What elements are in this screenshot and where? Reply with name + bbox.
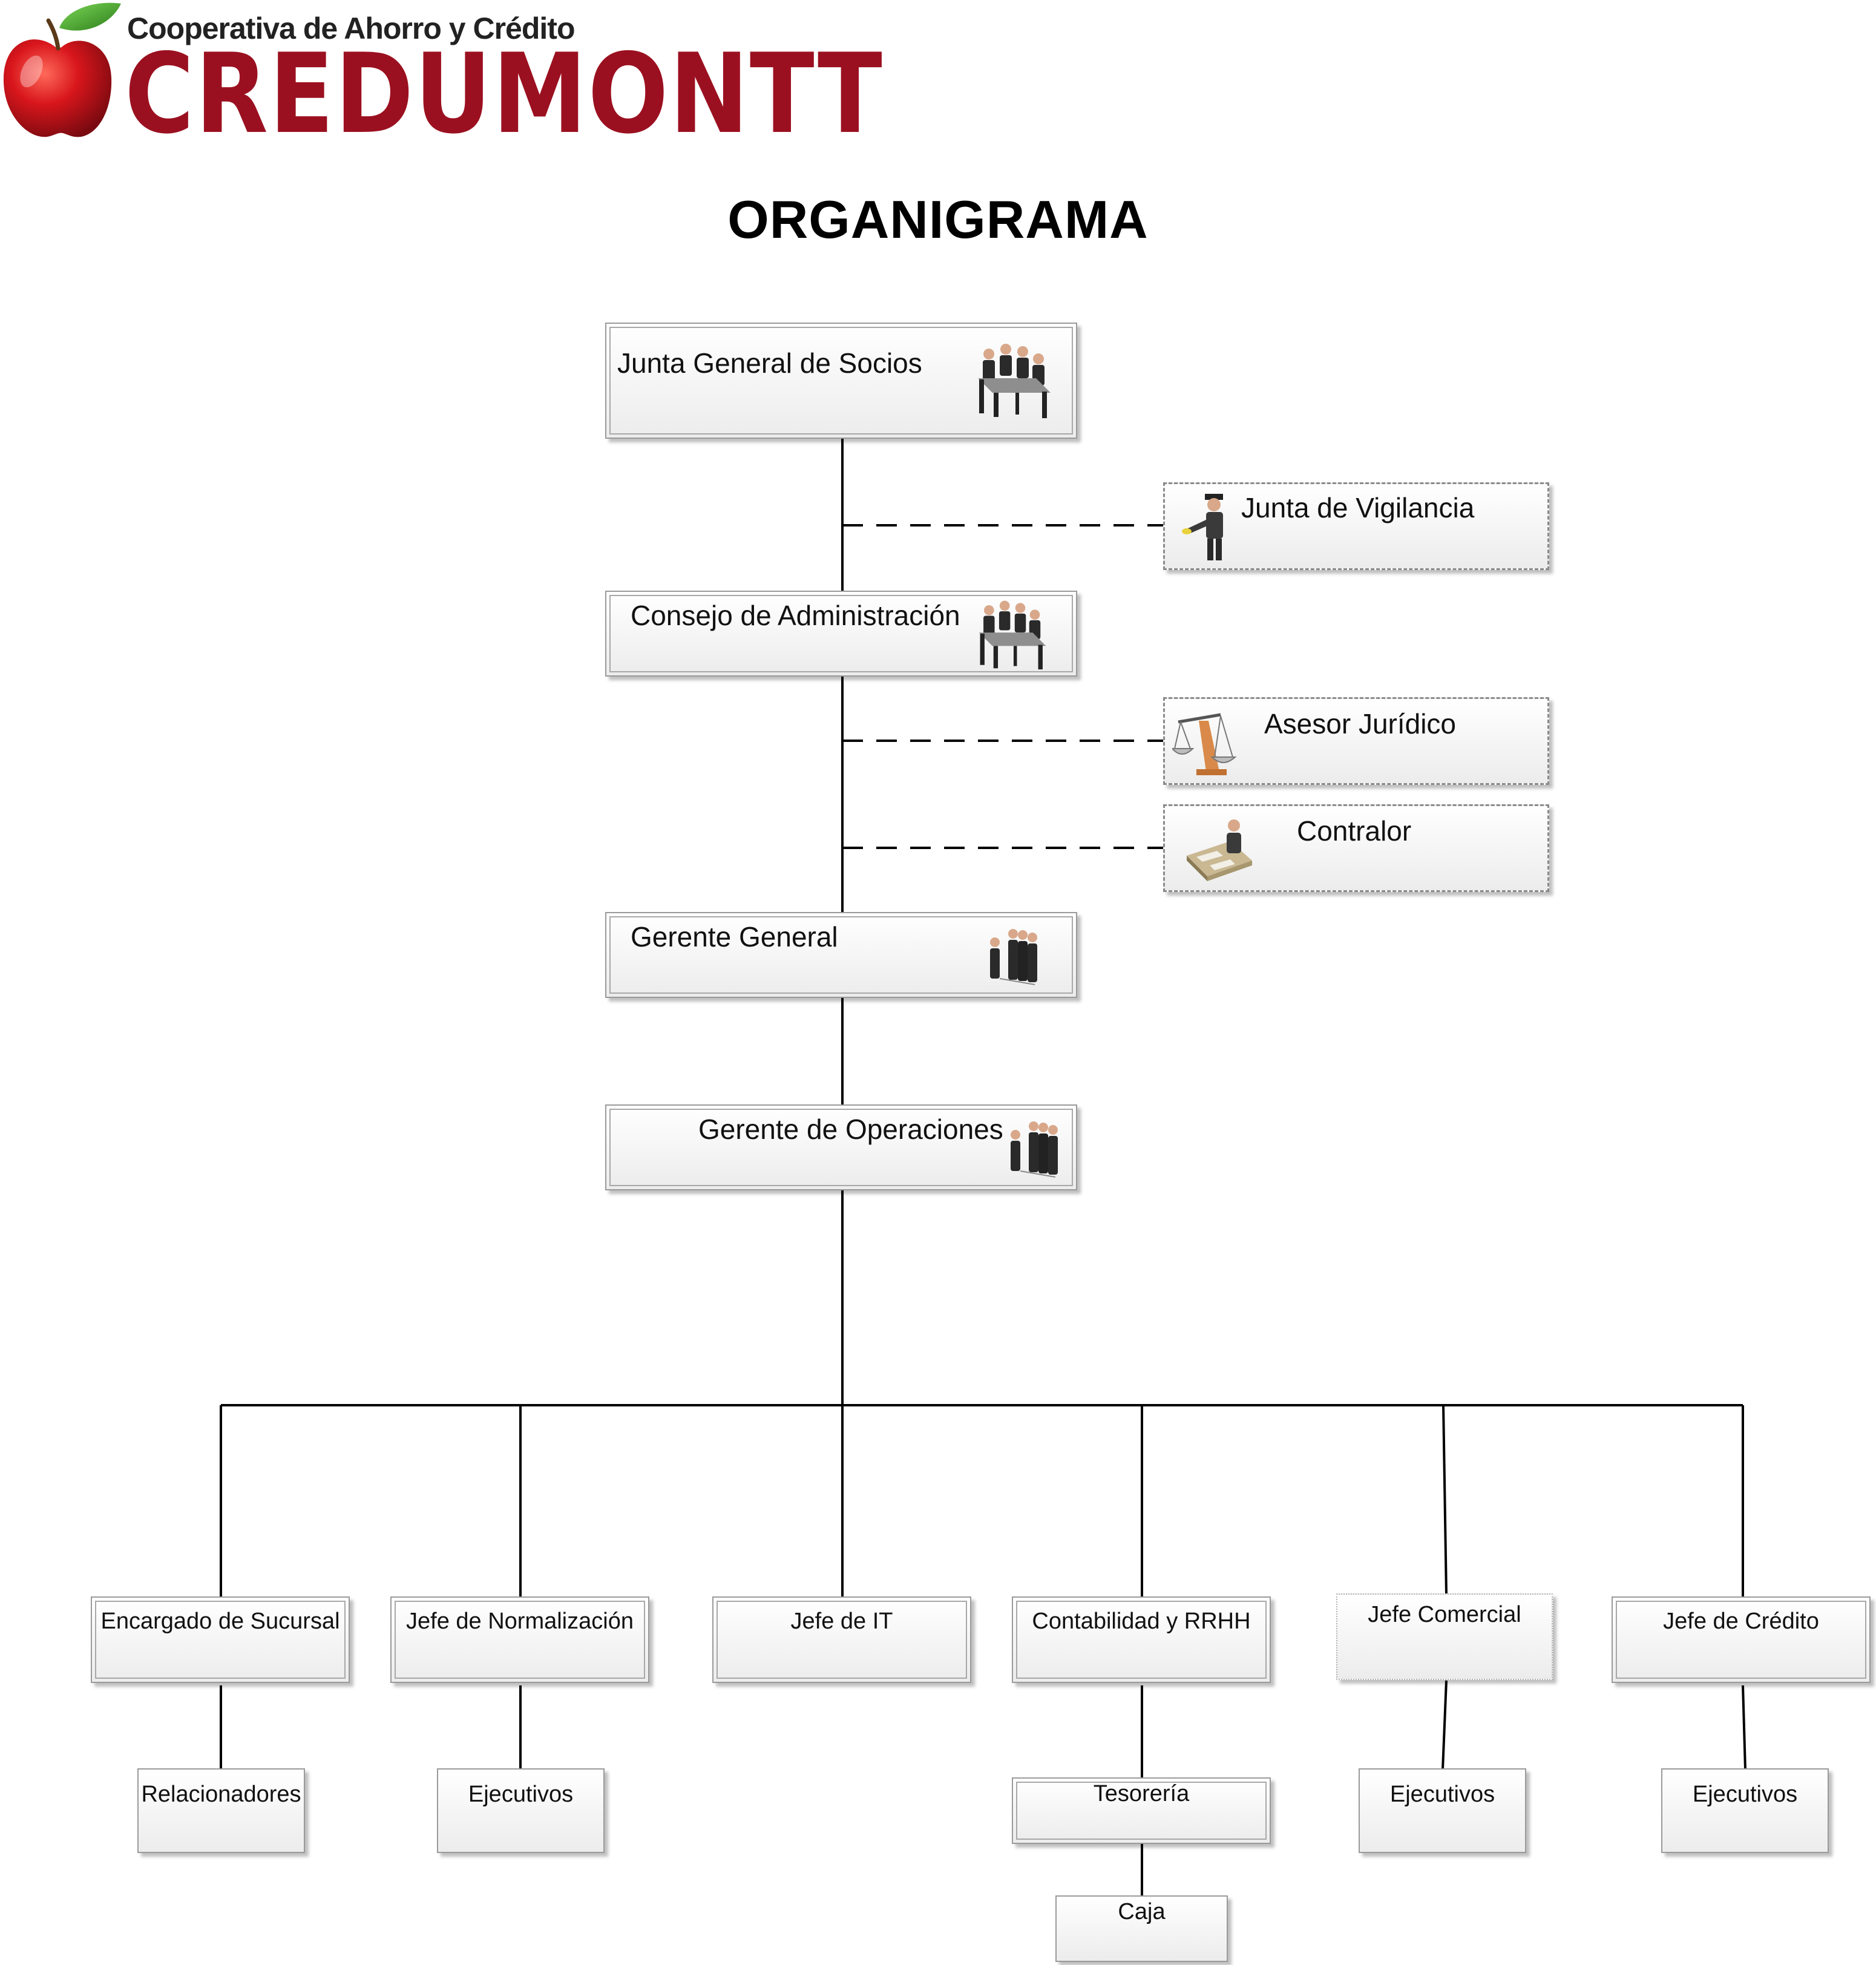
node-label: Jefe de Crédito bbox=[1663, 1609, 1819, 1634]
security-guard-icon bbox=[1182, 494, 1223, 560]
page-title: ORGANIGRAMA bbox=[727, 189, 1149, 249]
node-label: Relacionadores bbox=[141, 1782, 301, 1807]
node-contabilidad-y-rrhh: Contabilidad y RRHH bbox=[1012, 1596, 1271, 1683]
node-label: Encargado de Sucursal bbox=[100, 1609, 340, 1634]
node-label: Tesorería bbox=[1093, 1781, 1190, 1806]
node-ejecutivos-normalizacion: Ejecutivos bbox=[437, 1768, 605, 1853]
node-junta-general-de-socios: Junta General de Socios bbox=[605, 323, 1077, 439]
node-label: Junta de Vigilancia bbox=[1241, 492, 1475, 523]
cooperative-subtitle: Cooperativa de Ahorro y Crédito bbox=[127, 11, 575, 45]
node-ejecutivos-comercial: Ejecutivos bbox=[1359, 1768, 1526, 1853]
boardroom-icon bbox=[978, 344, 1051, 418]
node-ejecutivos-credito: Ejecutivos bbox=[1661, 1768, 1829, 1853]
node-label: Caja bbox=[1118, 1899, 1166, 1924]
node-label: Jefe de IT bbox=[790, 1609, 893, 1634]
logo: Cooperativa de Ahorro y Crédito CREDUMON… bbox=[0, 0, 882, 149]
node-label: Jefe Comercial bbox=[1368, 1602, 1521, 1627]
node-junta-de-vigilancia: Junta de Vigilancia bbox=[1163, 482, 1549, 570]
managers-group-icon bbox=[1011, 1121, 1058, 1178]
node-jefe-de-credito: Jefe de Crédito bbox=[1612, 1596, 1871, 1683]
node-label: Contralor bbox=[1297, 815, 1412, 847]
managers-group-icon bbox=[990, 929, 1037, 985]
node-label: Ejecutivos bbox=[1692, 1782, 1798, 1807]
node-gerente-general: Gerente General bbox=[605, 912, 1077, 998]
apple-icon bbox=[3, 2, 121, 137]
node-gerente-de-operaciones: Gerente de Operaciones bbox=[605, 1104, 1077, 1190]
boardroom-icon bbox=[979, 600, 1046, 670]
node-label: Ejecutivos bbox=[468, 1782, 574, 1807]
node-caja: Caja bbox=[1055, 1895, 1228, 1962]
node-label: Jefe de Normalización bbox=[406, 1609, 634, 1634]
node-jefe-de-normalizacion: Jefe de Normalización bbox=[390, 1596, 649, 1683]
node-tesoreria: Tesorería bbox=[1012, 1777, 1271, 1844]
brand-name: CREDUMONTT bbox=[125, 30, 884, 158]
node-label: Consejo de Administración bbox=[631, 600, 960, 631]
node-asesor-juridico: Asesor Jurídico bbox=[1163, 697, 1549, 785]
node-label: Ejecutivos bbox=[1389, 1782, 1495, 1807]
node-label: Gerente General bbox=[631, 921, 838, 953]
node-label: Gerente de Operaciones bbox=[698, 1114, 1003, 1145]
node-relacionadores: Relacionadores bbox=[137, 1768, 305, 1853]
node-jefe-comercial: Jefe Comercial bbox=[1336, 1593, 1553, 1680]
node-consejo-de-administracion: Consejo de Administración bbox=[605, 591, 1077, 677]
node-jefe-de-it: Jefe de IT bbox=[712, 1596, 971, 1683]
scales-of-justice-icon bbox=[1172, 713, 1237, 775]
node-label: Asesor Jurídico bbox=[1264, 708, 1457, 740]
node-label: Contabilidad y RRHH bbox=[1032, 1609, 1251, 1634]
node-encargado-de-sucursal: Encargado de Sucursal bbox=[91, 1596, 350, 1683]
accountant-desk-icon bbox=[1187, 819, 1252, 881]
node-label: Junta General de Socios bbox=[617, 347, 922, 379]
node-contralor: Contralor bbox=[1163, 804, 1549, 892]
